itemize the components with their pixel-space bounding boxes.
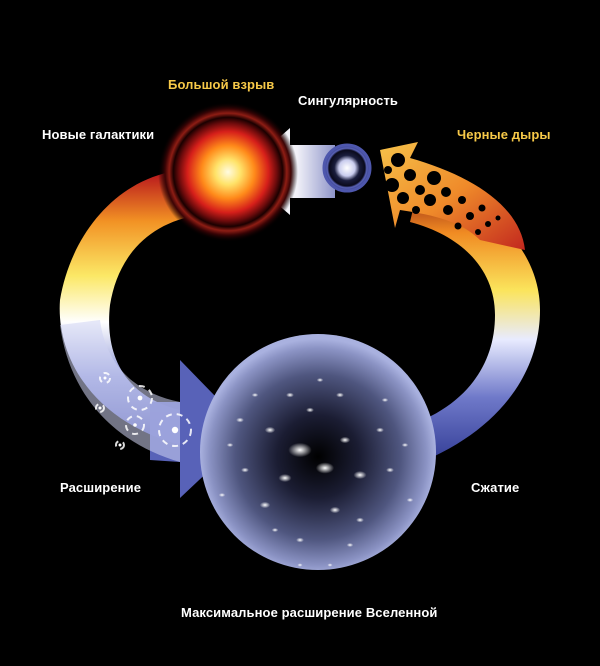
spiral-galaxy-icon bbox=[125, 415, 145, 435]
sphere-galaxies bbox=[218, 378, 414, 567]
galaxy-dot bbox=[386, 467, 394, 473]
spiral-galaxy-core bbox=[118, 443, 122, 447]
galaxy-dot bbox=[339, 436, 351, 444]
galaxy-dot bbox=[327, 563, 333, 567]
label-black-holes: Черные дыры bbox=[457, 127, 551, 142]
galaxy-dot bbox=[218, 493, 226, 497]
galaxy-dot bbox=[406, 498, 414, 502]
galaxy-dot bbox=[306, 407, 314, 413]
galaxy-dot bbox=[259, 501, 271, 509]
spiral-galaxy-icon bbox=[95, 403, 105, 413]
galaxy-dot bbox=[286, 392, 294, 398]
galaxy-dot bbox=[315, 462, 335, 474]
galaxy-dot bbox=[226, 443, 234, 447]
spiral-galaxy-icon bbox=[158, 413, 192, 447]
label-expansion: Расширение bbox=[60, 480, 142, 495]
galaxy-dot bbox=[241, 467, 249, 473]
galaxy-dot bbox=[376, 427, 384, 433]
expansion-arrow-head bbox=[150, 360, 250, 498]
label-singularity: Сингулярность bbox=[298, 93, 398, 108]
spiral-galaxy-core bbox=[103, 376, 107, 380]
galaxy-dot bbox=[271, 528, 279, 532]
galaxy-dot bbox=[381, 398, 389, 402]
galaxy-dot bbox=[251, 393, 259, 397]
label-max-expansion: Максимальное расширение Вселенной bbox=[181, 605, 438, 620]
galaxy-dot bbox=[296, 537, 304, 543]
spiral-galaxy-core bbox=[171, 426, 179, 434]
galaxy-dot bbox=[264, 426, 276, 434]
universe-sphere bbox=[200, 334, 436, 570]
galaxy-dot bbox=[278, 474, 292, 482]
spiral-galaxy-icon bbox=[127, 385, 153, 411]
label-new-galaxies: Новые галактики bbox=[42, 127, 155, 142]
spiral-galaxy-icon bbox=[99, 372, 111, 384]
label-contraction: Сжатие bbox=[471, 480, 520, 495]
expansion-galaxies bbox=[95, 372, 192, 450]
galaxy-dot bbox=[356, 517, 364, 523]
black-hole-dots bbox=[379, 153, 501, 235]
left-arc-highlight bbox=[60, 320, 180, 462]
galaxy-dot bbox=[297, 563, 303, 567]
galaxy-dot bbox=[316, 378, 324, 382]
big-bang-glow bbox=[158, 102, 298, 242]
galaxy-dot bbox=[329, 506, 341, 514]
spiral-galaxy-icon bbox=[115, 440, 125, 450]
right-cycle-arc bbox=[395, 180, 540, 470]
galaxy-dot bbox=[336, 392, 344, 398]
singularity-ball bbox=[324, 145, 370, 191]
galaxy-dot bbox=[353, 471, 367, 479]
galaxy-dot bbox=[346, 543, 354, 547]
galaxy-dot bbox=[288, 442, 312, 458]
spiral-galaxy-core bbox=[137, 395, 143, 401]
spiral-galaxy-core bbox=[98, 406, 102, 410]
galaxy-dot bbox=[236, 417, 244, 423]
spiral-galaxy-core bbox=[133, 423, 137, 427]
label-big-bang: Большой взрыв bbox=[168, 77, 275, 92]
galaxy-dot bbox=[401, 443, 409, 447]
